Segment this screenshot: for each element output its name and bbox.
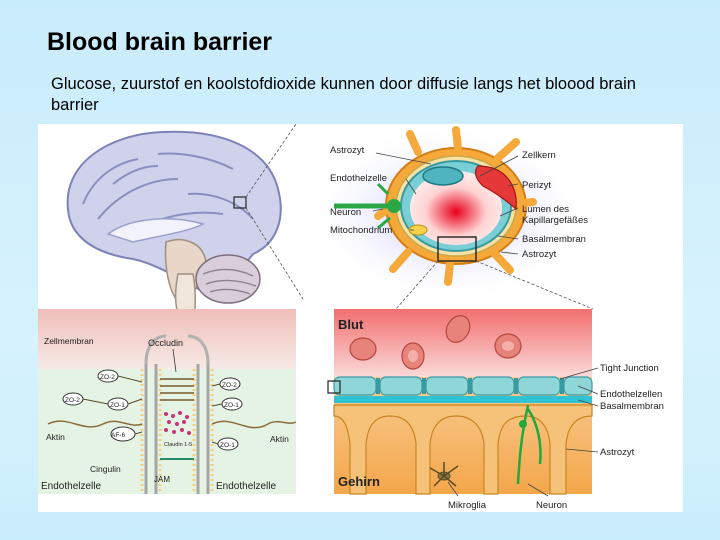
label-endothelzelle-right: Endothelzelle xyxy=(216,481,276,492)
label-zo2-left: ZO-2 xyxy=(100,374,115,381)
label-kapillargefaesses: Kapillargefäßes xyxy=(522,215,588,226)
label-occludin: Occludin xyxy=(148,338,183,348)
label-jam: JAM xyxy=(154,475,170,484)
label-endothelzelle: Endothelzelle xyxy=(330,173,387,184)
label-af6: AF-6 xyxy=(111,432,125,439)
label-endothelzelle-left: Endothelzelle xyxy=(41,481,101,492)
label-lumen-des: Lumen des xyxy=(522,204,569,215)
label-perizyt: Perizyt xyxy=(522,180,551,191)
tight-junction-detail xyxy=(38,309,297,494)
label-zo2-side: ZO-2 xyxy=(65,397,80,404)
label-endothelzellen: Endothelzellen xyxy=(600,389,662,400)
label-aktin-right: Aktin xyxy=(270,434,289,444)
label-zo1-lower: ZO-1 xyxy=(220,442,235,449)
slide-subtitle: Glucose, zuurstof en koolstofdioxide kun… xyxy=(51,75,636,114)
label-neuron-bottom: Neuron xyxy=(536,500,567,511)
label-astrozyt-top: Astrozyt xyxy=(330,145,365,156)
label-cingulin: Cingulin xyxy=(90,464,121,474)
bbb-illustration: Astrozyt Endothelzelle Neuron Mitochondr… xyxy=(38,124,664,511)
zoom-box-brain xyxy=(233,196,247,209)
label-claudin: Claudin 1-5 xyxy=(164,442,192,448)
label-basalmembran-bottom: Basalmembran xyxy=(600,401,664,412)
brain-sagittal xyxy=(66,130,282,325)
label-aktin-left: Aktin xyxy=(46,432,65,442)
label-zo2-right: ZO-2 xyxy=(222,382,237,389)
slide-title: Blood brain barrier xyxy=(47,28,273,56)
barrier-schematic xyxy=(327,309,593,495)
label-astrozyt-capillary: Astrozyt xyxy=(522,249,557,260)
capillary-cross-section xyxy=(308,124,588,304)
label-zo1-left: ZO-1 xyxy=(110,402,125,409)
label-neuron-top: Neuron xyxy=(330,207,361,218)
label-mikroglia: Mikroglia xyxy=(448,500,487,511)
label-zellmembran: Zellmembran xyxy=(44,336,94,346)
bbb-figure: Astrozyt Endothelzelle Neuron Mitochondr… xyxy=(38,124,683,512)
label-basalmembran-top: Basalmembran xyxy=(522,234,586,245)
label-blut: Blut xyxy=(338,317,364,332)
label-zellkern: Zellkern xyxy=(522,150,556,161)
label-gehirn: Gehirn xyxy=(338,474,380,489)
zoom-box-capillary xyxy=(437,236,477,262)
label-astrozyt-bottom: Astrozyt xyxy=(600,447,635,458)
label-tight-junction: Tight Junction xyxy=(600,363,659,374)
label-mitochondrium: Mitochondrium xyxy=(330,225,392,236)
label-zo1-right: ZO-1 xyxy=(224,402,239,409)
